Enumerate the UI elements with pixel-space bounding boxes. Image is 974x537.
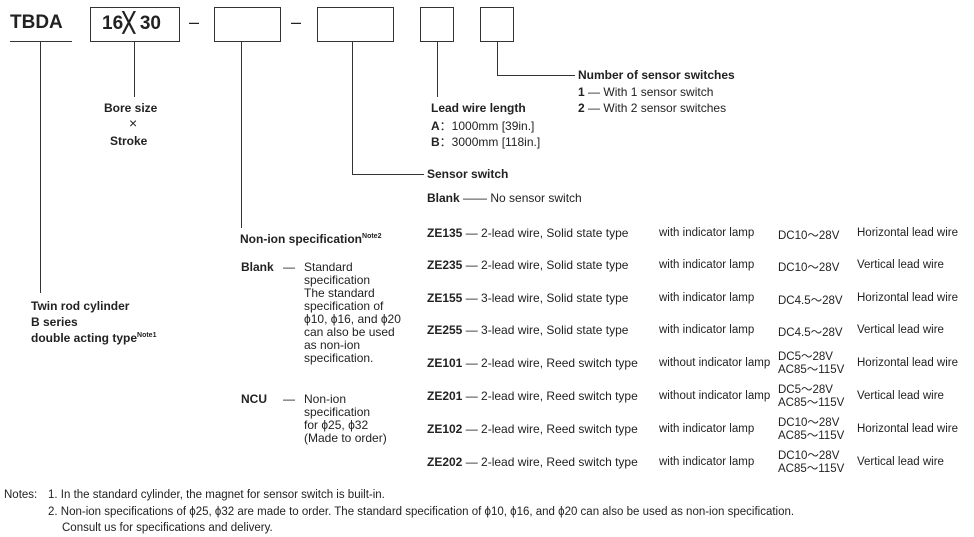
sensor-row-voltage: DC4.5～28V [778,295,843,307]
number-option-2: 2 — With 2 sensor switches [578,101,727,115]
nonion-ncu-key: NCU [241,392,267,406]
lead-line-v [437,42,439,97]
sensor-row-direction: Horizontal lead wire [857,357,958,369]
nonion-blank-key: Blank [241,260,274,274]
bore-stroke-value: 16╳ 30 [102,13,161,34]
sensor-row-direction: Vertical lead wire [857,456,944,468]
note-3: Consult us for specifications and delive… [62,522,273,534]
sensor-row-lamp: without indicator lamp [659,357,771,369]
nonion-title: Non-ion specificationNote2 [240,232,382,246]
sensor-row-direction: Horizontal lead wire [857,292,958,304]
sensor-row: ZE201 — 2-lead wire, Reed switch type [427,389,638,403]
number-line-h [497,75,575,77]
lead-option-a: A：1000mm [39in.] [431,119,535,133]
sensor-row-lamp: without indicator lamp [659,390,771,402]
sensor-row: ZE135 — 2-lead wire, Solid state type [427,226,629,240]
bore-times-symbol: × [129,115,138,131]
stroke-label: Stroke [110,134,148,148]
dash-2: – [291,12,302,32]
bore-size-label: Bore size [104,101,158,115]
nonion-blank-desc: Standard specification The standard spec… [304,260,401,365]
sensor-row-lamp: with indicator lamp [659,292,755,304]
sensor-row-lamp: with indicator lamp [659,423,755,435]
sensor-line-h [352,174,424,176]
nonion-box [214,7,281,42]
sensor-row-voltage: DC10～28V [778,230,840,242]
sensor-blank: Blank —— No sensor switch [427,191,582,205]
nonion-ncu-desc: Non-ion specification for ϕ25, ϕ32 (Made… [304,392,387,445]
nonion-blank-dash: — [283,260,295,274]
sensor-row-direction: Vertical lead wire [857,259,944,271]
sensor-row-lamp: with indicator lamp [659,456,755,468]
sensor-row-voltage: DC4.5～28V [778,327,843,339]
sensor-row-direction: Vertical lead wire [857,390,944,402]
sensor-row: ZE255 — 3-lead wire, Solid state type [427,323,629,337]
sensor-title: Sensor switch [427,167,509,181]
bore-stroke-box [90,7,180,42]
sensor-row-direction: Vertical lead wire [857,324,944,336]
sensor-row-lamp: with indicator lamp [659,227,755,239]
code-prefix: TBDA [10,12,63,33]
sensor-row-direction: Horizontal lead wire [857,423,958,435]
number-box [480,7,514,42]
sensor-row: ZE202 — 2-lead wire, Reed switch type [427,455,638,469]
lead-option-b: B：3000mm [118in.] [431,135,541,149]
sensor-row-lamp: with indicator lamp [659,259,755,271]
sensor-row-voltage: DC10～28V [778,262,840,274]
note-1: 1. In the standard cylinder, the magnet … [48,489,385,501]
number-option-1: 1 — With 1 sensor switch [578,85,714,99]
twin-rod-line3: double acting typeNote1 [31,331,157,345]
twin-rod-line1: Twin rod cylinder [31,299,130,313]
number-title: Number of sensor switches [578,68,735,82]
lead-box [420,7,454,42]
lead-title: Lead wire length [431,101,526,115]
prefix-line-v [40,41,42,293]
nonion-line-v [241,42,243,228]
sensor-row: ZE101 — 2-lead wire, Reed switch type [427,356,638,370]
sensor-row: ZE155 — 3-lead wire, Solid state type [427,291,629,305]
sensor-box [317,7,394,42]
bore-line-v [134,42,136,97]
sensor-row-direction: Horizontal lead wire [857,227,958,239]
twin-rod-line2: B series [31,315,78,329]
number-line-v [497,42,499,76]
note-2: 2. Non-ion specifications of ϕ25, ϕ32 ar… [48,506,795,518]
nonion-ncu-dash: — [283,392,295,406]
sensor-row: ZE235 — 2-lead wire, Solid state type [427,258,629,272]
sensor-row-lamp: with indicator lamp [659,324,755,336]
sensor-line-v [352,42,354,175]
sensor-row: ZE102 — 2-lead wire, Reed switch type [427,422,638,436]
notes-label: Notes: [4,489,38,501]
dash-1: – [189,12,200,32]
